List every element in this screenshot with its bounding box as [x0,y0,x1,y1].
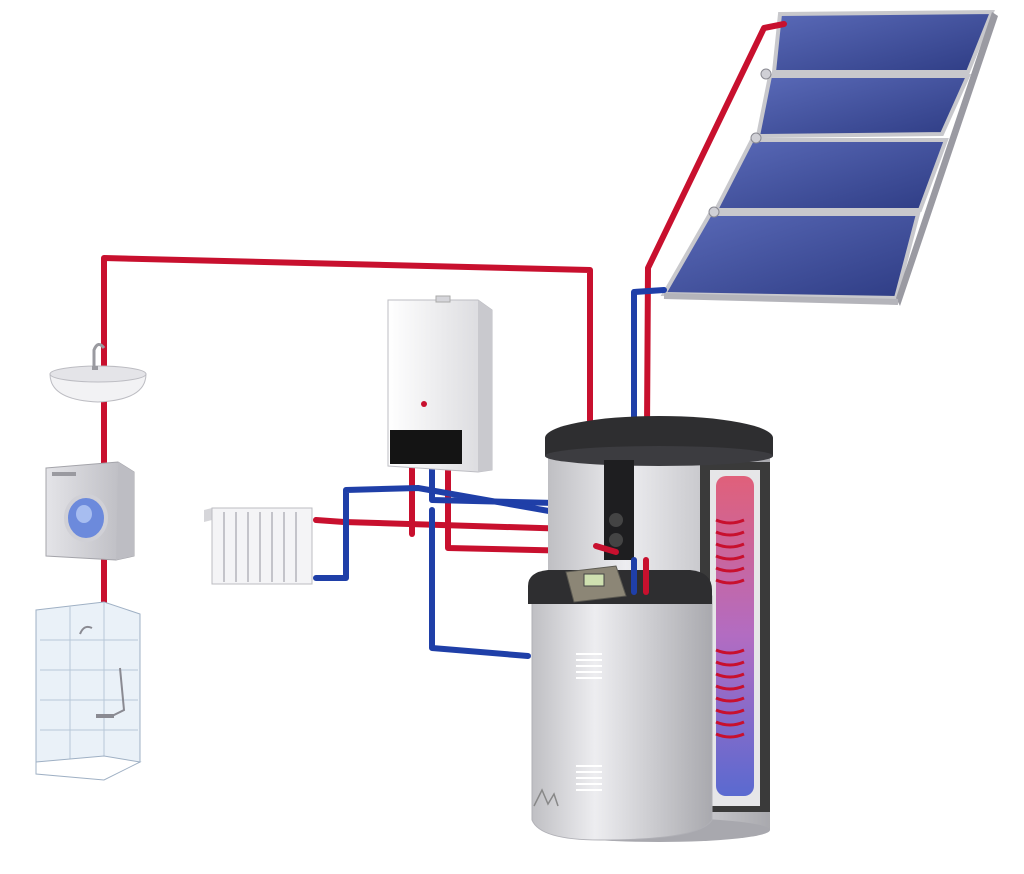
hot-supply-loop [101,255,593,551]
shower-cabin [35,601,142,781]
faucet-icon [92,343,106,368]
vent-grille-top [576,653,602,679]
wash-basin [49,343,147,403]
vent-grille-bottom [576,765,602,791]
gas-boiler [387,295,493,473]
shower-head-icon [79,625,93,635]
radiator [204,507,313,585]
brand-logo-mark [533,788,559,807]
cold-water-inlet [429,507,531,659]
tank-controller [565,565,627,603]
tank-front-housing [528,570,713,841]
heat-exchanger-coils [715,518,745,739]
washing-machine [45,461,135,561]
solar-collectors [660,9,998,306]
